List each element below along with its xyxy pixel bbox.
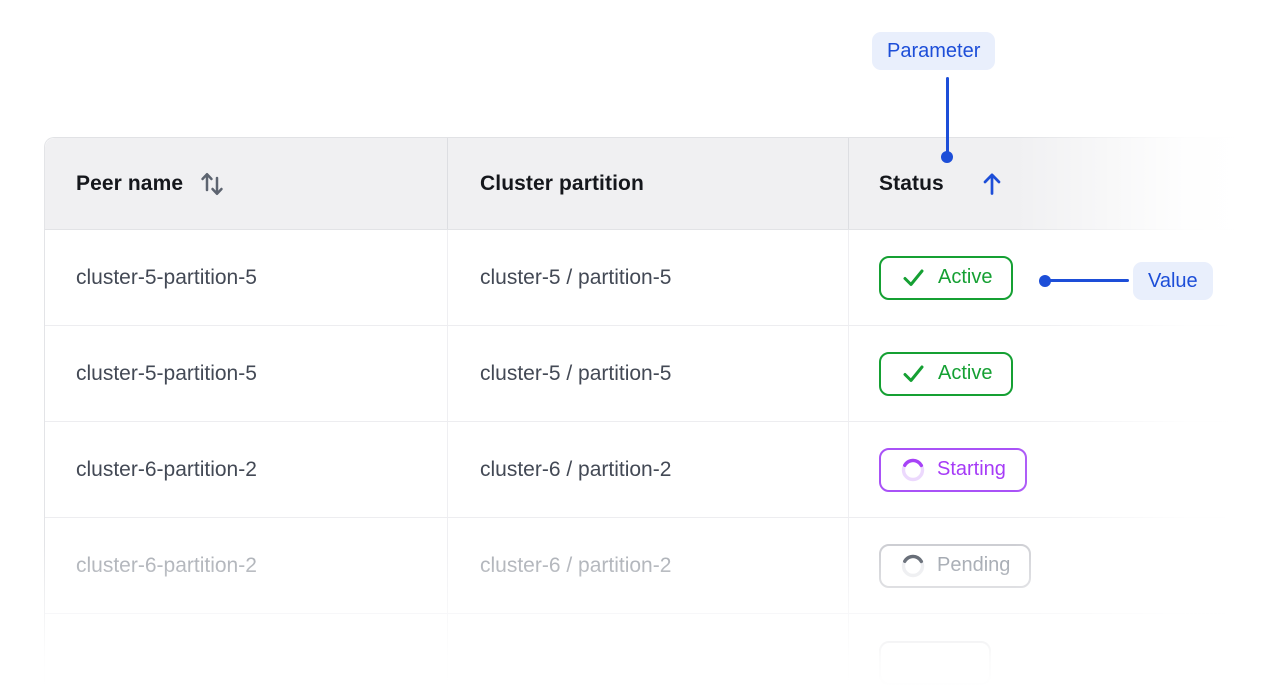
peer-name-cell: cluster-5-partition-5 — [76, 265, 257, 289]
status-badge: Active — [879, 255, 1014, 300]
cluster-partition-header-label: Cluster partition — [480, 171, 644, 195]
peer-name-cell: cluster-6-partition-2 — [76, 457, 257, 481]
status-badge-label: Active — [938, 266, 993, 288]
check-icon — [903, 269, 924, 286]
status-header-label: Status — [879, 171, 944, 195]
table-row[interactable]: cluster-5-partition-5 cluster-5 / partit… — [45, 326, 1272, 422]
spinner-icon — [901, 458, 925, 481]
spinner-icon — [901, 554, 925, 577]
status-cell — [848, 614, 1272, 688]
status-cell: Starting — [848, 422, 1272, 517]
parameter-annotation-chip: Parameter — [872, 32, 996, 70]
peer-name-cell: cluster-6-partition-2 — [76, 553, 257, 577]
column-header-cluster-partition[interactable]: Cluster partition — [447, 138, 848, 229]
status-badge: Pending — [879, 543, 1032, 588]
status-cell: Pending — [848, 518, 1272, 613]
status-badge: Active — [879, 351, 1014, 396]
table-row[interactable]: cluster-6-partition-2 cluster-6 / partit… — [45, 422, 1272, 518]
peer-name-header-label: Peer name — [76, 171, 184, 195]
peer-name-cell: cluster-5-partition-5 — [76, 361, 257, 385]
cluster-partition-cell: cluster-5 / partition-5 — [447, 230, 848, 325]
table-header-row: Peer name Cluster partition Status — [45, 138, 1272, 230]
table-row[interactable]: cluster-6-partition-2 cluster-6 / partit… — [45, 518, 1272, 614]
status-badge — [879, 641, 991, 685]
status-badge-label: Active — [938, 362, 993, 384]
cluster-partition-cell: cluster-6 / partition-2 — [447, 422, 848, 517]
table-row[interactable]: cluster-5-partition-5 cluster-5 / partit… — [45, 230, 1272, 326]
status-cell: Active — [848, 326, 1272, 421]
sort-ascending-icon — [983, 172, 1001, 195]
cluster-partition-cell: cluster-6 / partition-2 — [447, 518, 848, 613]
column-header-peer-name[interactable]: Peer name — [45, 138, 447, 229]
cluster-partition-cell: cluster-5 / partition-5 — [447, 326, 848, 421]
status-cell: Active — [848, 230, 1272, 325]
status-badge: Starting — [879, 447, 1027, 492]
sort-both-icon — [201, 172, 223, 195]
peers-table: Peer name Cluster partition Status — [44, 137, 1272, 688]
status-badge-label: Pending — [937, 554, 1011, 576]
peer-name-cell — [45, 614, 447, 688]
table-row — [45, 614, 1272, 688]
cluster-partition-cell — [447, 614, 848, 688]
check-icon — [903, 365, 924, 382]
status-badge-label: Starting — [937, 458, 1006, 480]
column-header-status[interactable]: Status — [848, 138, 1272, 229]
